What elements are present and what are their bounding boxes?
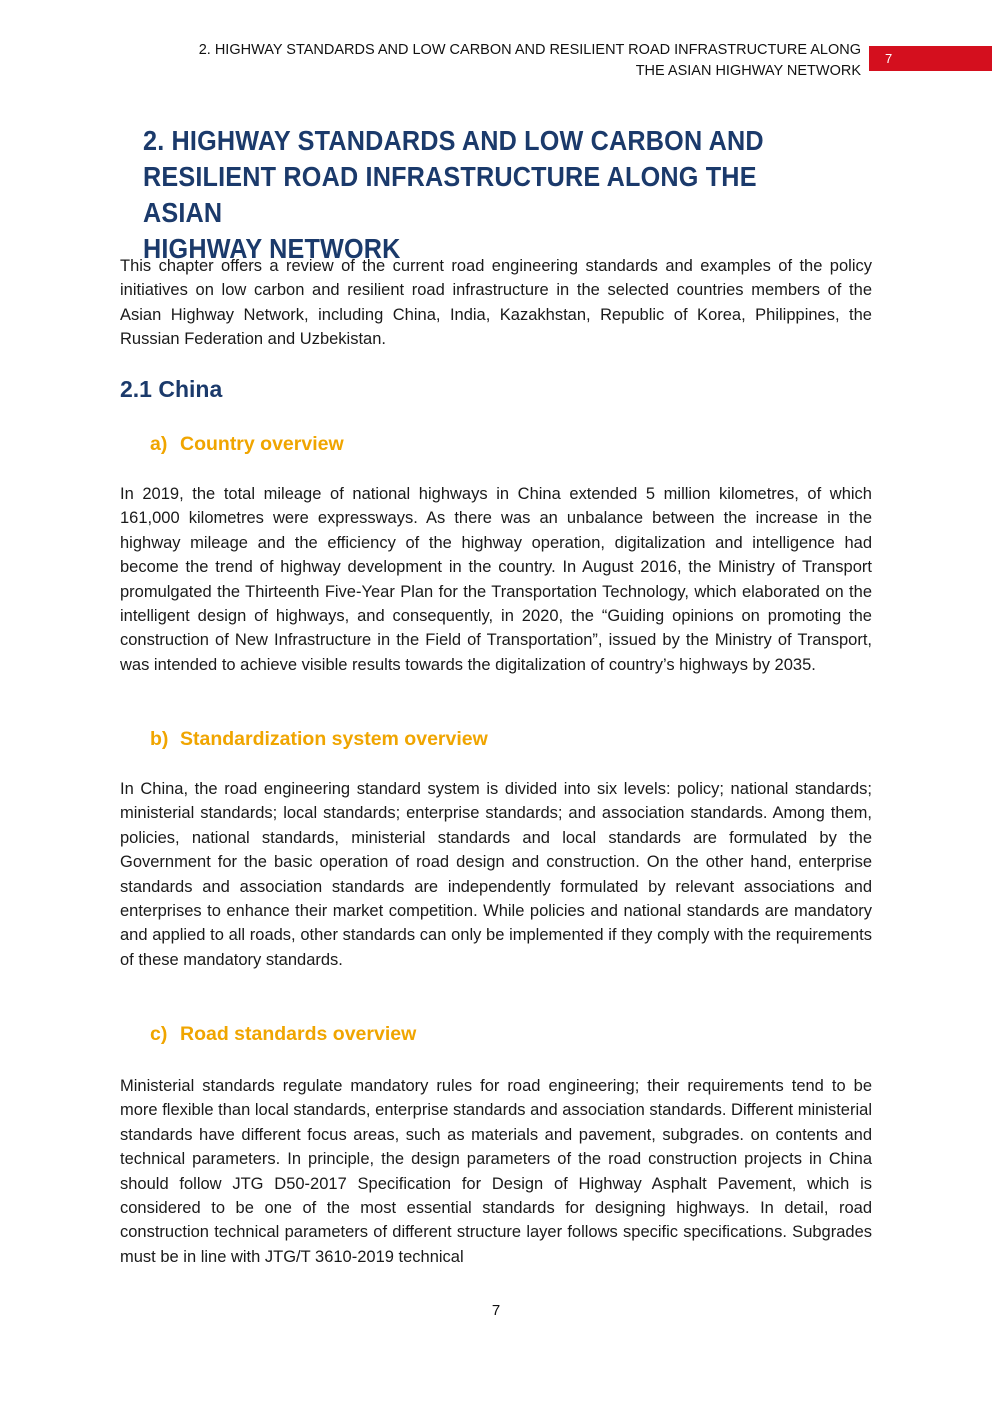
road-standards-paragraph: Ministerial standards regulate mandatory… <box>120 1077 872 1266</box>
chapter-title-line-3: HIGHWAY NETWORK <box>143 233 401 264</box>
subsection-heading-b: b) Standardization system overview <box>150 728 488 751</box>
standardization-paragraph: In China, the road engineering standard … <box>120 780 872 969</box>
running-head: 2. HIGHWAY STANDARDS AND LOW CARBON AND … <box>101 40 861 82</box>
page-tab: 7 <box>869 46 992 71</box>
subsection-title-a: Country overview <box>180 433 344 455</box>
subsection-title-b: Standardization system overview <box>180 728 488 750</box>
subsection-mark-a: a) <box>150 433 168 455</box>
subsection-title-c: Road standards overview <box>180 1023 417 1045</box>
chapter-title-line-2: RESILIENT ROAD INFRASTRUCTURE ALONG THE … <box>143 161 757 228</box>
section-heading: 2.1 China <box>120 376 223 402</box>
running-head-line-2: THE ASIAN HIGHWAY NETWORK <box>635 63 861 79</box>
chapter-title-line-1: 2. HIGHWAY STANDARDS AND LOW CARBON AND <box>143 125 764 156</box>
intro-paragraph: This chapter offers a review of the curr… <box>120 257 872 349</box>
subsection-mark-c: c) <box>150 1023 168 1045</box>
running-head-line-1: 2. HIGHWAY STANDARDS AND LOW CARBON AND … <box>198 42 861 58</box>
subsection-heading-c: c) Road standards overview <box>150 1023 416 1046</box>
chapter-title: 2. HIGHWAY STANDARDS AND LOW CARBON AND … <box>143 123 791 267</box>
page-number: 7 <box>491 1302 501 1319</box>
country-overview-paragraph: In 2019, the total mileage of national h… <box>120 485 872 674</box>
subsection-mark-b: b) <box>150 728 169 750</box>
subsection-heading-a: a) Country overview <box>150 433 344 456</box>
